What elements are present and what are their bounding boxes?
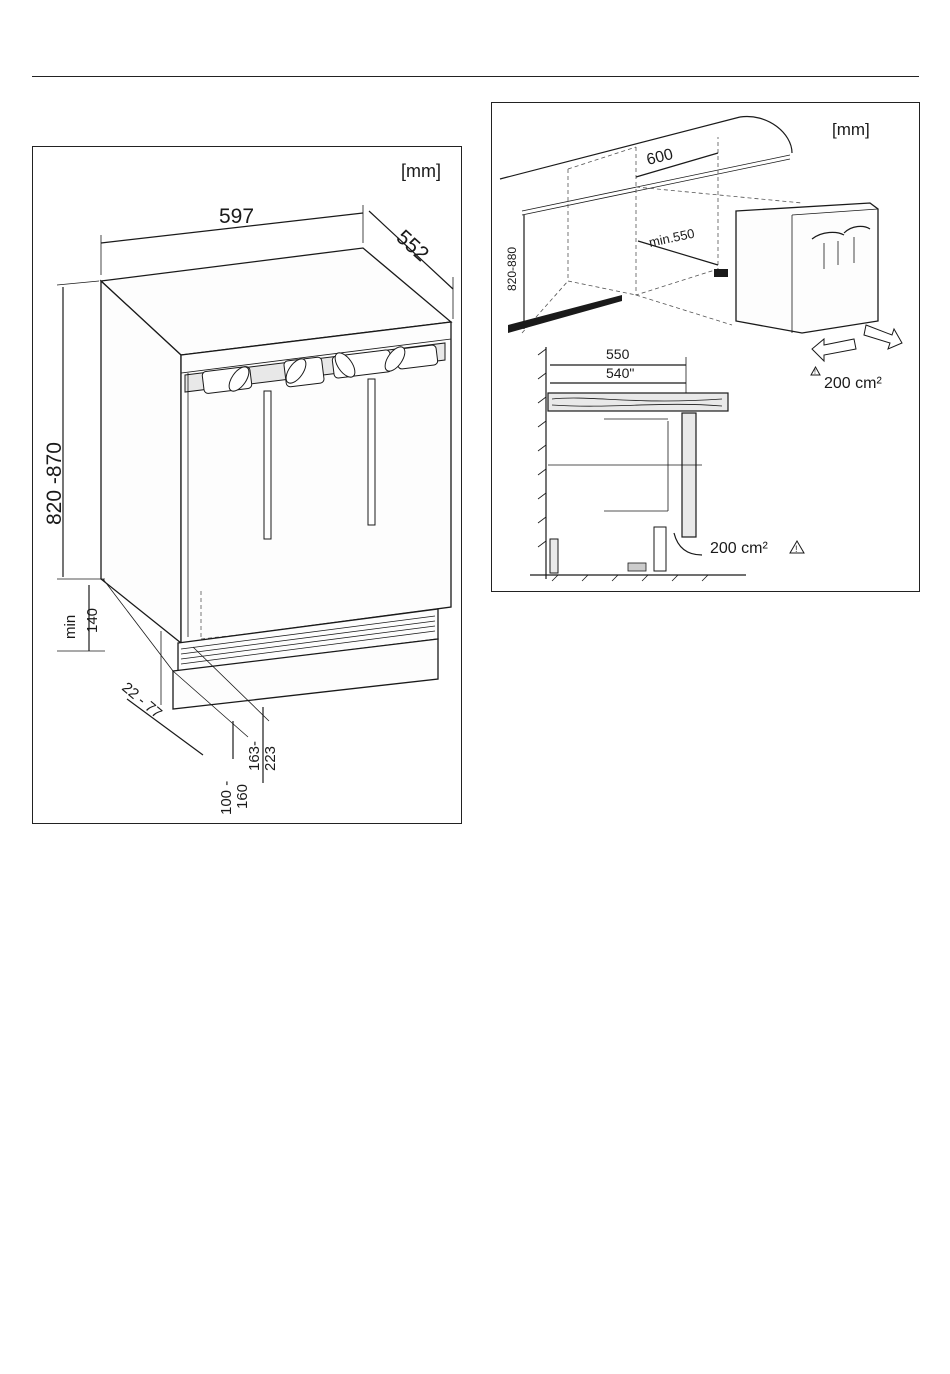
airflow-in-arrow bbox=[812, 339, 856, 361]
floor-hatching bbox=[552, 575, 708, 581]
appliance-dimensions-drawing: 597 552 820 -870 min 140 22 - 77 100 - 1… bbox=[33, 147, 463, 825]
niche-floor-right bbox=[636, 295, 732, 325]
floor-stop bbox=[714, 269, 728, 277]
depth-label: 552 bbox=[392, 226, 433, 267]
niche-back-left bbox=[568, 169, 636, 295]
plinth-min-label: min bbox=[62, 615, 79, 639]
niche-height-label: 820-880 bbox=[505, 247, 519, 291]
height-ext-top bbox=[57, 281, 99, 285]
door-rod-right bbox=[368, 379, 375, 525]
niche-depth-label: min.550 bbox=[648, 226, 696, 250]
unit-label: [mm] bbox=[401, 161, 441, 181]
svg-text:!: ! bbox=[814, 369, 816, 376]
width-label: 597 bbox=[219, 205, 254, 228]
svg-text:!: ! bbox=[795, 544, 798, 554]
section-back-plinth bbox=[550, 539, 558, 573]
side-depth-b-label: 540" bbox=[606, 365, 634, 381]
door-rod-left bbox=[264, 391, 271, 539]
niche-width-label: 600 bbox=[645, 146, 675, 169]
section-foot bbox=[628, 563, 646, 571]
appliance-dimensions-diagram: 597 552 820 -870 min 140 22 - 77 100 - 1… bbox=[32, 146, 462, 824]
section-countertop bbox=[548, 393, 728, 411]
plinth-value-label: 140 bbox=[84, 608, 101, 633]
airflow-out-arrow bbox=[864, 325, 902, 349]
setback-label: 22 - 77 bbox=[118, 679, 165, 722]
appliance-box bbox=[736, 203, 878, 333]
floor-strip bbox=[508, 295, 622, 333]
vent-b-top-label: 163- bbox=[246, 741, 263, 771]
wall-hatching bbox=[538, 349, 546, 547]
height-label: 820 -870 bbox=[43, 442, 66, 525]
vent-a-bottom-label: 160 bbox=[234, 784, 251, 809]
unit-label: [mm] bbox=[832, 120, 870, 139]
vent-b-bottom-label: 223 bbox=[262, 746, 279, 771]
niche-installation-diagram: 600 min.550 820-880 ! 200 cm² bbox=[491, 102, 920, 592]
countertop-back-edge bbox=[500, 117, 740, 179]
vent-area-top-label: 200 cm² bbox=[824, 375, 882, 392]
countertop-front-edge-2 bbox=[522, 159, 790, 215]
warning-triangle-icon-bottom: ! bbox=[790, 541, 804, 554]
section-door bbox=[682, 413, 696, 537]
warning-triangle-icon: ! bbox=[811, 367, 820, 376]
niche-depth-guide bbox=[636, 187, 802, 203]
page-top-rule bbox=[32, 76, 919, 77]
countertop-cut-curve bbox=[740, 116, 792, 153]
vent-area-bottom-label: 200 cm² bbox=[710, 540, 768, 557]
niche-top-back bbox=[568, 147, 636, 169]
vent-a-top-label: 100 - bbox=[218, 781, 235, 815]
section-plinth bbox=[654, 527, 666, 571]
side-depth-a-label: 550 bbox=[606, 346, 630, 362]
niche-installation-drawing: 600 min.550 820-880 ! 200 cm² bbox=[492, 103, 921, 593]
